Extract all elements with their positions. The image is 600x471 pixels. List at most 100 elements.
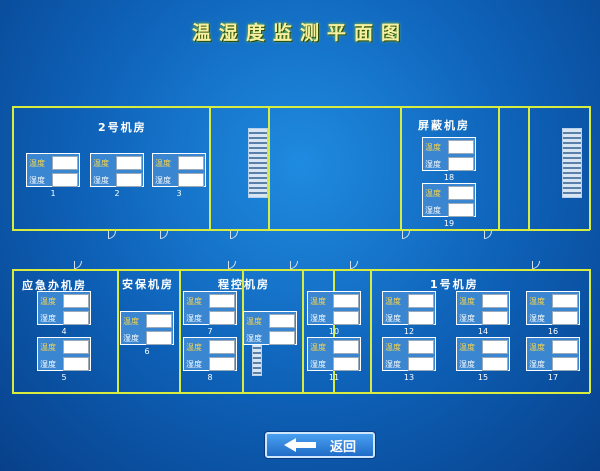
sensor-number-18: 18 <box>443 173 455 182</box>
humidity-value <box>209 357 235 371</box>
sensor-panel-8[interactable]: 温度湿度 <box>183 337 237 371</box>
temperature-value <box>178 156 204 170</box>
sensor-number-17: 17 <box>547 373 559 382</box>
sensor-row-temp: 温度 <box>458 339 508 355</box>
temperature-value <box>552 340 578 354</box>
sensor-number-16: 16 <box>547 327 559 336</box>
sensor-panel-1[interactable]: 温度湿度 <box>26 153 80 187</box>
temperature-label: 温度 <box>40 296 56 306</box>
humidity-value <box>116 173 142 187</box>
sensor-number-13: 13 <box>403 373 415 382</box>
sensor-panel-17[interactable]: 温度湿度 <box>526 337 580 371</box>
sensor-panel-18[interactable]: 温度湿度 <box>422 137 476 171</box>
sensor-panel-6[interactable]: 温度湿度 <box>120 311 174 345</box>
sensor-row-hum: 湿度 <box>28 172 78 188</box>
temperature-value <box>482 294 508 308</box>
room-label-1: 1号机房 <box>430 278 479 291</box>
sensor-number-1: 1 <box>50 189 56 198</box>
door-icon <box>484 231 492 239</box>
sensor-panel-13[interactable]: 温度湿度 <box>382 337 436 371</box>
sensor-panel-4[interactable]: 温度湿度 <box>37 291 91 325</box>
temperature-value <box>448 140 474 154</box>
temperature-label: 温度 <box>459 296 475 306</box>
room-label-program: 程控机房 <box>218 278 270 291</box>
temperature-label: 温度 <box>186 296 202 306</box>
door-icon <box>230 231 238 239</box>
sensor-number-10: 10 <box>328 327 340 336</box>
sensor-row-hum: 湿度 <box>122 330 172 346</box>
humidity-label: 湿度 <box>246 333 262 343</box>
room-label-emergency: 应急办机房 <box>22 279 87 292</box>
humidity-value <box>333 311 359 325</box>
temperature-label: 温度 <box>385 342 401 352</box>
humidity-label: 湿度 <box>186 359 202 369</box>
sensor-number-7: 7 <box>207 327 213 336</box>
sensor-panel-3[interactable]: 温度湿度 <box>152 153 206 187</box>
sensor-number-14: 14 <box>477 327 489 336</box>
humidity-label: 湿度 <box>425 205 441 215</box>
wall <box>12 392 590 394</box>
sensor-panel-12[interactable]: 温度湿度 <box>382 291 436 325</box>
temperature-label: 温度 <box>93 158 109 168</box>
sensor-row-hum: 湿度 <box>384 356 434 372</box>
door-icon <box>350 261 358 269</box>
temperature-label: 温度 <box>186 342 202 352</box>
sensor-panel-2[interactable]: 温度湿度 <box>90 153 144 187</box>
humidity-value <box>448 203 474 217</box>
humidity-label: 湿度 <box>385 313 401 323</box>
temperature-label: 温度 <box>529 296 545 306</box>
humidity-label: 湿度 <box>123 333 139 343</box>
humidity-label: 湿度 <box>310 313 326 323</box>
sensor-panel-11[interactable]: 温度湿度 <box>307 337 361 371</box>
sensor-panel-15[interactable]: 温度湿度 <box>456 337 510 371</box>
temperature-label: 温度 <box>310 342 326 352</box>
temperature-label: 温度 <box>310 296 326 306</box>
sensor-panel-16[interactable]: 温度湿度 <box>526 291 580 325</box>
door-icon <box>290 261 298 269</box>
sensor-panel-5[interactable]: 温度湿度 <box>37 337 91 371</box>
humidity-value <box>63 357 89 371</box>
door-icon <box>160 231 168 239</box>
humidity-label: 湿度 <box>529 359 545 369</box>
temperature-value <box>552 294 578 308</box>
sensor-row-temp: 温度 <box>92 155 142 171</box>
sensor-panel-14[interactable]: 温度湿度 <box>456 291 510 325</box>
sensor-panel-19[interactable]: 温度湿度 <box>422 183 476 217</box>
sensor-row-hum: 湿度 <box>39 356 89 372</box>
humidity-label: 湿度 <box>155 175 171 185</box>
temperature-label: 温度 <box>123 316 139 326</box>
wall <box>498 106 500 230</box>
sensor-row-temp: 温度 <box>424 185 474 201</box>
sensor-row-temp: 温度 <box>309 293 359 309</box>
back-button[interactable]: 返回 <box>265 432 375 458</box>
door-icon <box>402 231 410 239</box>
wall <box>589 269 591 393</box>
humidity-value <box>408 311 434 325</box>
sensor-row-hum: 湿度 <box>458 356 508 372</box>
humidity-label: 湿度 <box>310 359 326 369</box>
sensor-panel-9[interactable]: 温度湿度 <box>243 311 297 345</box>
humidity-label: 湿度 <box>425 159 441 169</box>
sensor-panel-7[interactable]: 温度湿度 <box>183 291 237 325</box>
wall <box>117 269 119 393</box>
temperature-label: 温度 <box>246 316 262 326</box>
sensor-row-hum: 湿度 <box>528 356 578 372</box>
temperature-value <box>482 340 508 354</box>
wall <box>12 269 14 393</box>
humidity-label: 湿度 <box>529 313 545 323</box>
sensor-row-hum: 湿度 <box>309 310 359 326</box>
humidity-value <box>209 311 235 325</box>
sensor-number-3: 3 <box>176 189 182 198</box>
sensor-row-temp: 温度 <box>39 293 89 309</box>
temperature-label: 温度 <box>425 142 441 152</box>
door-icon <box>228 261 236 269</box>
sensor-panel-10[interactable]: 温度湿度 <box>307 291 361 325</box>
stair-icon <box>248 128 268 198</box>
sensor-row-temp: 温度 <box>185 339 235 355</box>
door-icon <box>532 261 540 269</box>
back-button-label: 返回 <box>329 439 356 455</box>
temperature-label: 温度 <box>529 342 545 352</box>
humidity-label: 湿度 <box>459 313 475 323</box>
wall <box>528 106 530 230</box>
humidity-value <box>552 311 578 325</box>
